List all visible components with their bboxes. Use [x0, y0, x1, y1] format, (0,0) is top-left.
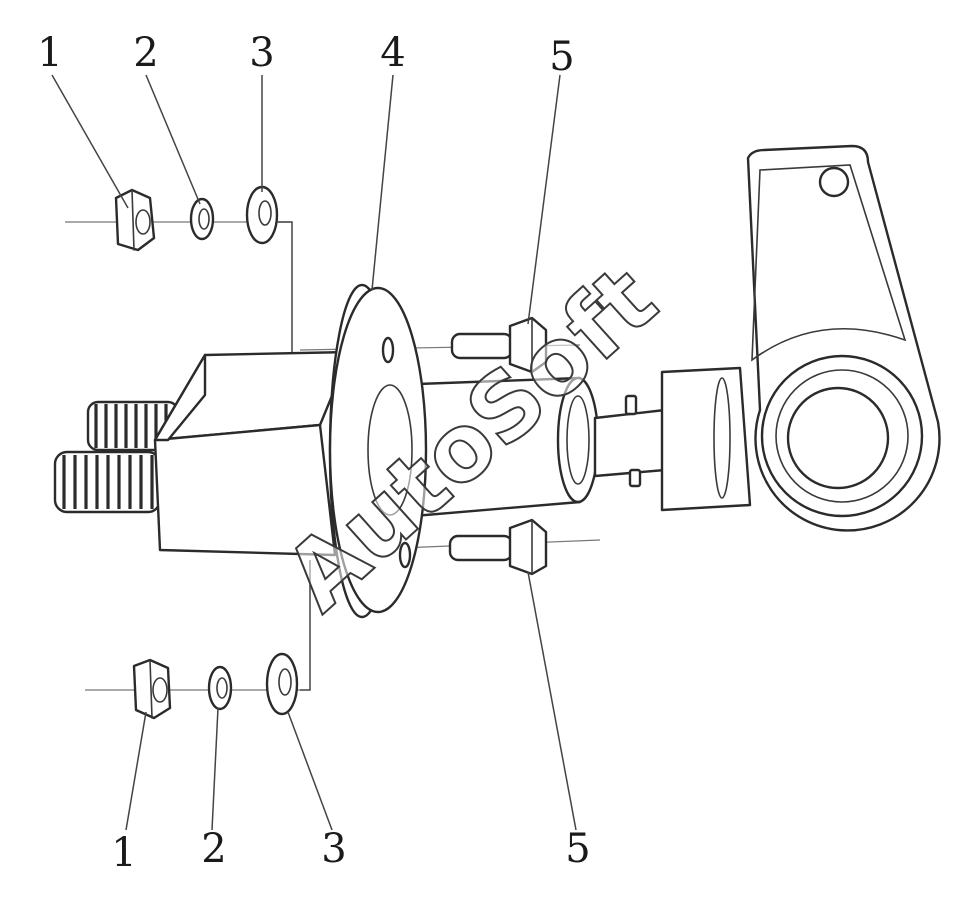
adjuster-arm [746, 144, 941, 532]
arm-pin-hole [818, 166, 850, 198]
leader-2-bottom [211, 707, 219, 831]
nut-top-body [114, 188, 156, 252]
flange-hub [367, 384, 413, 516]
callout-leaders [51, 74, 577, 831]
leader-4 [371, 74, 394, 291]
leader-5-bottom [527, 571, 577, 831]
bolt-bottom-head [508, 518, 548, 576]
leader-3-bottom [287, 711, 333, 831]
callout-3-top: 3 [249, 30, 274, 76]
callout-2-top: 2 [133, 30, 158, 76]
housing-side-face [153, 353, 207, 442]
leader-5-top [527, 74, 561, 325]
projection-line-top [278, 221, 293, 352]
flange-face [328, 286, 428, 614]
nut-top [114, 188, 156, 252]
housing-block [153, 350, 352, 557]
flat-washer-top [245, 185, 279, 245]
threaded-studs [53, 400, 180, 514]
arm-hub-inner-ring [775, 369, 909, 503]
shaft-spline [593, 408, 667, 478]
flange-bolt-hole-top [381, 336, 395, 364]
arm-center-bore [786, 386, 890, 490]
bolt-bottom-shank [448, 534, 514, 562]
lock-washer-bottom [207, 665, 233, 711]
flat-washer-bottom [265, 652, 299, 716]
bolt-bottom [448, 518, 548, 576]
stud-threads [62, 404, 168, 509]
callout-2-bottom: 2 [201, 826, 226, 872]
mounting-flange [328, 283, 428, 619]
callout-3-bottom: 3 [321, 826, 346, 872]
lock-washer-top [189, 197, 215, 241]
callout-1-top: 1 [37, 30, 62, 76]
bolt-top [450, 316, 548, 374]
arm-inner-cutout [751, 164, 907, 362]
nut-bottom [132, 658, 172, 720]
leader-1-top [51, 74, 129, 209]
callout-4-top: 4 [380, 30, 405, 76]
shaft-bore [566, 395, 590, 485]
flange-bolt-hole-bottom [398, 541, 412, 569]
callout-labels: 1 2 3 4 5 1 2 3 5 [37, 30, 590, 876]
callout-1-bottom: 1 [111, 830, 136, 876]
collar-edge [713, 377, 731, 499]
spline-key-bottom [628, 468, 642, 488]
spline-key-top [624, 394, 638, 416]
callout-5-top: 5 [549, 34, 574, 80]
projection-line-bottom [300, 560, 311, 691]
callout-5-bottom: 5 [565, 826, 590, 872]
leader-1-bottom [125, 711, 147, 831]
spline-collar [660, 366, 752, 512]
housing-front-face [153, 423, 337, 557]
leader-2-top [145, 74, 201, 205]
